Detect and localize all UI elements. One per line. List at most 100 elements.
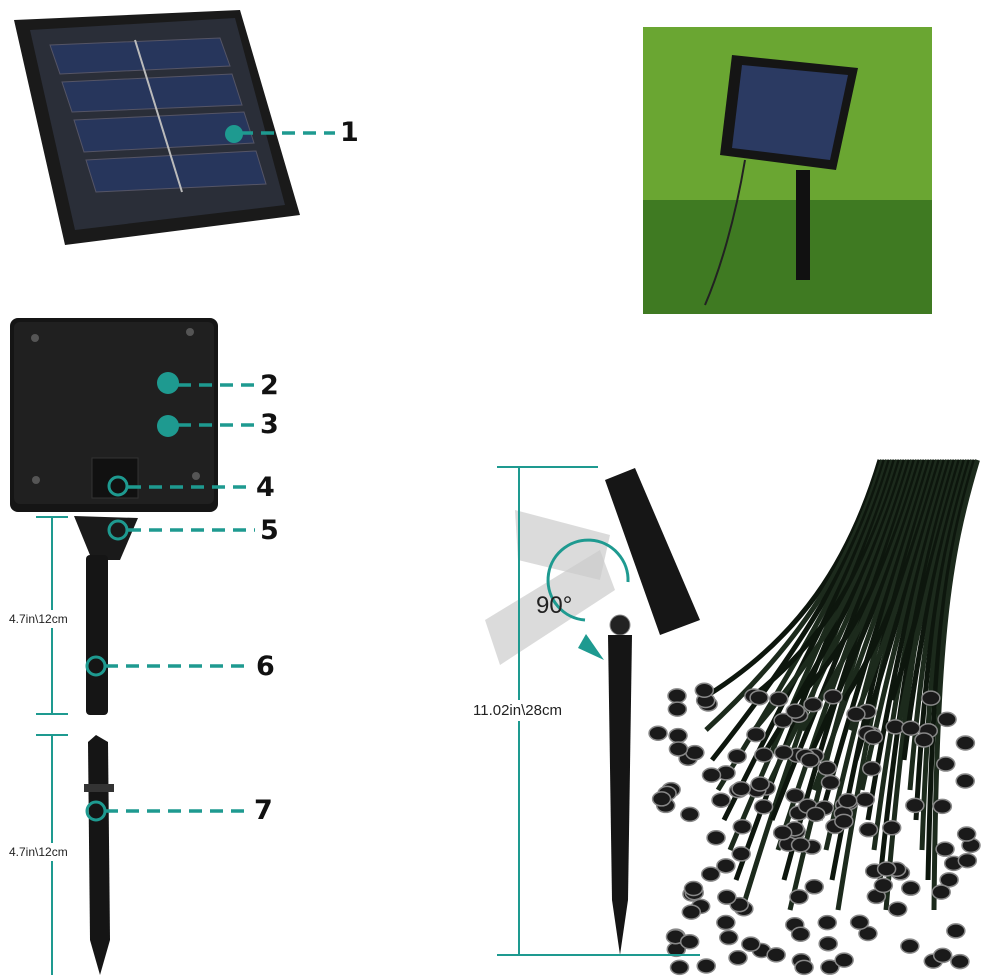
led-bulb bbox=[914, 732, 934, 748]
assembled-stake bbox=[485, 468, 700, 955]
led-bulb bbox=[719, 929, 739, 946]
led-bulb bbox=[939, 872, 959, 888]
led-bulb bbox=[817, 760, 837, 776]
wire bbox=[871, 459, 955, 851]
led-bulb bbox=[932, 947, 953, 964]
led-bulb bbox=[804, 879, 824, 895]
led-bulb bbox=[935, 841, 955, 857]
led-bulb bbox=[700, 866, 721, 882]
led-bulb bbox=[887, 901, 908, 917]
led-bulb bbox=[766, 947, 786, 963]
led-bulb bbox=[669, 959, 690, 976]
led-bulb bbox=[679, 933, 700, 950]
led-bulb bbox=[876, 861, 897, 877]
led-bulb bbox=[858, 821, 879, 838]
led-bulb bbox=[667, 688, 687, 704]
dimension-stake-upper: 4.7in\12cm bbox=[9, 610, 68, 628]
led-bulb bbox=[753, 799, 774, 815]
led-bulb bbox=[717, 889, 737, 905]
led-bulb bbox=[711, 792, 731, 808]
solar-panel-back bbox=[10, 318, 218, 512]
led-bulb bbox=[790, 837, 811, 853]
led-bulb bbox=[837, 792, 858, 809]
callout-2: 2 bbox=[260, 370, 279, 401]
led-bulb bbox=[706, 830, 726, 846]
led-bulb bbox=[936, 756, 956, 772]
led-bulb bbox=[861, 760, 882, 777]
led-bulb bbox=[772, 825, 793, 841]
led-bulb bbox=[741, 936, 761, 952]
led-bulb bbox=[648, 725, 668, 741]
led-bulb bbox=[946, 923, 966, 939]
stake-lower bbox=[84, 735, 114, 975]
led-bulb bbox=[696, 958, 716, 974]
led-bulb bbox=[750, 776, 770, 792]
callout-4: 4 bbox=[256, 472, 275, 503]
dimension-total-height: 11.02in\28cm bbox=[473, 700, 562, 721]
led-bulb bbox=[667, 701, 688, 717]
led-bulb bbox=[651, 791, 672, 807]
led-bulb bbox=[921, 690, 941, 706]
wire bbox=[925, 459, 978, 881]
callout-6: 6 bbox=[256, 651, 275, 682]
led-bulb bbox=[901, 880, 921, 896]
callout-5: 5 bbox=[260, 515, 279, 546]
led-bulb bbox=[731, 846, 751, 862]
led-bulb bbox=[817, 914, 837, 931]
led-bulb bbox=[716, 914, 736, 931]
led-bulb bbox=[901, 720, 921, 737]
led-bulb bbox=[794, 959, 814, 976]
stake-upper bbox=[74, 516, 138, 715]
led-bulb bbox=[790, 926, 811, 942]
led-bulb bbox=[881, 820, 902, 836]
led-bulb bbox=[858, 925, 878, 942]
led-bulb bbox=[900, 938, 920, 954]
led-bulb bbox=[749, 689, 769, 706]
led-bulb bbox=[955, 735, 976, 751]
led-bulb bbox=[681, 904, 702, 920]
dimension-stake-lower: 4.7in\12cm bbox=[9, 843, 68, 861]
led-bulb bbox=[834, 952, 854, 968]
wire bbox=[913, 459, 973, 821]
led-bulb bbox=[950, 953, 970, 970]
led-bulb bbox=[668, 741, 689, 757]
led-bulb bbox=[701, 767, 722, 783]
led-bulb bbox=[683, 880, 704, 897]
led-bulb bbox=[855, 791, 876, 808]
led-bulb bbox=[931, 884, 951, 900]
led-bulb bbox=[820, 959, 840, 975]
led-bulb bbox=[731, 780, 751, 797]
callout-lines bbox=[105, 131, 335, 813]
led-bulb bbox=[956, 826, 977, 842]
led-bulb bbox=[818, 935, 838, 952]
led-bulb bbox=[905, 797, 925, 814]
callout-1: 1 bbox=[340, 117, 359, 148]
led-bulb bbox=[768, 691, 789, 707]
led-bulb bbox=[873, 877, 894, 894]
wire bbox=[865, 459, 953, 821]
led-bulb bbox=[732, 818, 753, 835]
led-bulb bbox=[789, 889, 809, 905]
led-bulb bbox=[820, 774, 841, 791]
product-photo-in-grass bbox=[643, 27, 932, 314]
led-bulb bbox=[746, 726, 766, 743]
led-bulb bbox=[849, 914, 870, 931]
led-bulb bbox=[785, 703, 806, 719]
led-bulb bbox=[685, 744, 705, 761]
led-bulb bbox=[955, 773, 975, 789]
led-bulb bbox=[803, 696, 823, 713]
led-bulb bbox=[716, 858, 736, 874]
callout-3: 3 bbox=[260, 409, 279, 440]
rotation-angle-label: 90° bbox=[536, 592, 573, 619]
led-bulb bbox=[937, 711, 957, 728]
led-bulb bbox=[727, 748, 747, 765]
led-bulb bbox=[932, 798, 953, 815]
led-bulb bbox=[863, 729, 884, 745]
led-bulb bbox=[773, 712, 793, 729]
callout-7: 7 bbox=[254, 795, 273, 826]
led-bulb bbox=[834, 813, 854, 830]
solar-panel-front bbox=[14, 10, 300, 245]
led-bulb bbox=[823, 688, 843, 705]
led-bulb bbox=[773, 744, 794, 761]
